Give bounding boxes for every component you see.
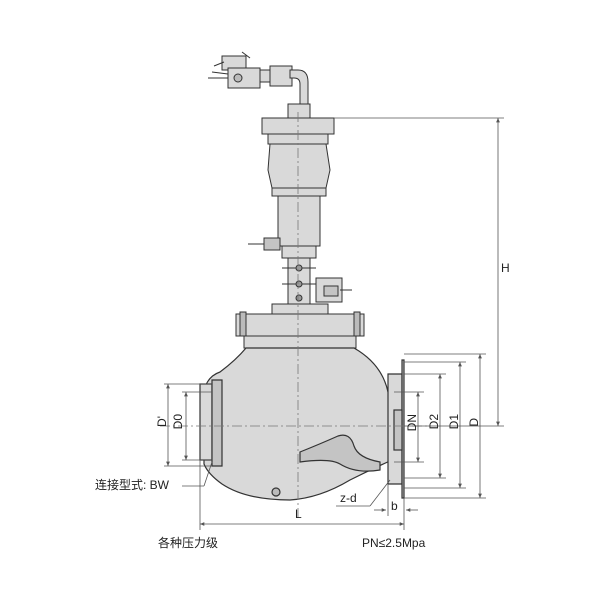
pressure-rating-label: PN≤2.5Mpa xyxy=(362,536,426,550)
right-flange-end xyxy=(387,359,405,499)
dim-label-l: L xyxy=(295,507,302,521)
dim-label-b: b xyxy=(391,499,398,513)
center-lines xyxy=(160,112,430,520)
dimension-lines xyxy=(164,117,504,530)
valve-stem-assembly xyxy=(248,237,317,307)
dim-label-d: D xyxy=(467,418,481,427)
dim-label-d1: D1 xyxy=(447,414,461,430)
actuator-housing xyxy=(267,143,331,247)
dim-label-h: H xyxy=(501,261,510,275)
dim-label-d-prime: D' xyxy=(155,416,169,427)
dim-label-dn: DN xyxy=(405,414,419,432)
left-bw-end xyxy=(199,379,223,467)
connection-type-label: 连接型式: BW xyxy=(95,478,169,492)
yoke-flange xyxy=(235,303,365,349)
dim-label-d0: D0 xyxy=(171,414,185,430)
limit-switch xyxy=(315,277,352,303)
dim-label-d2: D2 xyxy=(427,414,441,430)
wiring-connector xyxy=(208,51,309,109)
dim-label-z-d: z-d xyxy=(340,491,357,505)
pressure-class-label: 各种压力级 xyxy=(158,536,219,550)
